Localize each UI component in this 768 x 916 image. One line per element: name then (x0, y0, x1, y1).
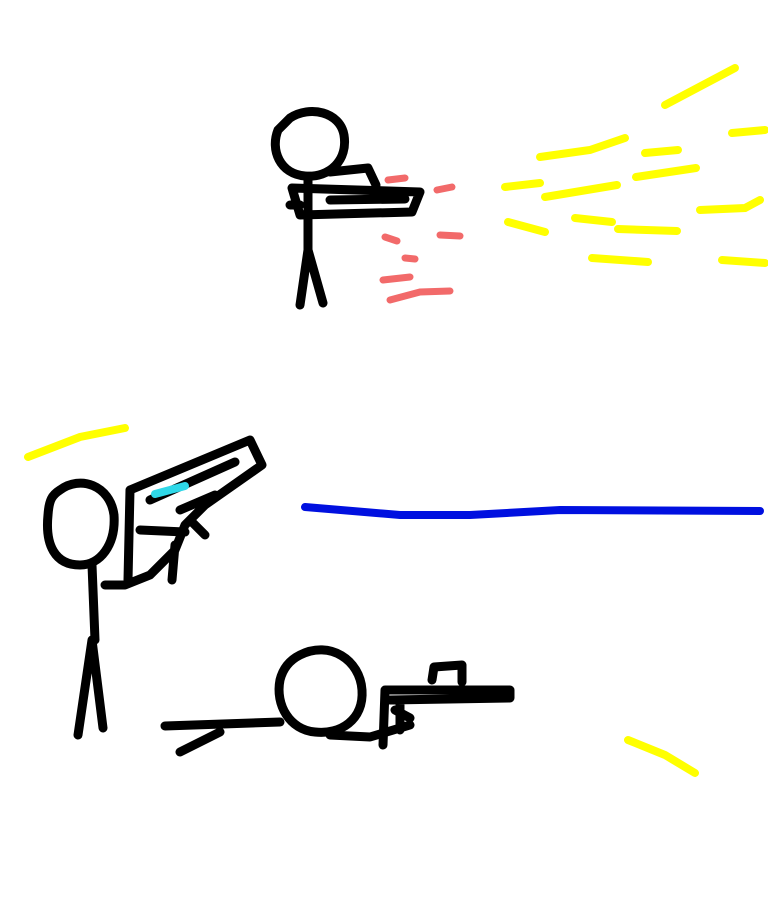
bullet-dash (24, 424, 129, 461)
bullet-dash (614, 225, 681, 235)
gun (285, 183, 425, 220)
muzzle-dash (436, 231, 464, 240)
bullet-dash (624, 736, 699, 777)
body (295, 173, 328, 310)
sniper-rifle (378, 660, 515, 750)
head (270, 107, 350, 181)
muzzle-dash (401, 254, 419, 263)
bullet-dash (661, 64, 739, 109)
head (274, 645, 367, 737)
bullet-dashes (24, 64, 768, 777)
bullet-dash (632, 164, 700, 181)
laser-shooter-figure (42, 435, 267, 740)
muzzle-flash-dashes (379, 174, 464, 304)
muzzle-dash (381, 233, 401, 245)
bullet-dash (536, 134, 629, 161)
prone-sniper-figure (160, 645, 515, 757)
muzzle-dash (433, 183, 456, 194)
bullet-dash (728, 126, 768, 137)
bullet-dash (541, 181, 621, 201)
muzzle-dash (379, 273, 414, 284)
muzzle-dash (386, 287, 454, 304)
arm (325, 163, 381, 190)
bullet-dash (641, 146, 682, 157)
bullet-dash (696, 196, 764, 214)
bullet-dash (571, 214, 616, 226)
body (160, 717, 285, 757)
body (73, 560, 108, 740)
glow-mark (151, 482, 189, 498)
bullet-dash (504, 218, 549, 236)
standing-shooter-figure (270, 107, 425, 310)
head (42, 478, 119, 570)
muzzle-dash (384, 174, 409, 184)
bullet-dash (718, 256, 768, 267)
laser-gun (100, 435, 267, 590)
bullet-dash (501, 179, 544, 191)
laser-beam (301, 503, 764, 519)
bullet-dash (588, 254, 652, 266)
